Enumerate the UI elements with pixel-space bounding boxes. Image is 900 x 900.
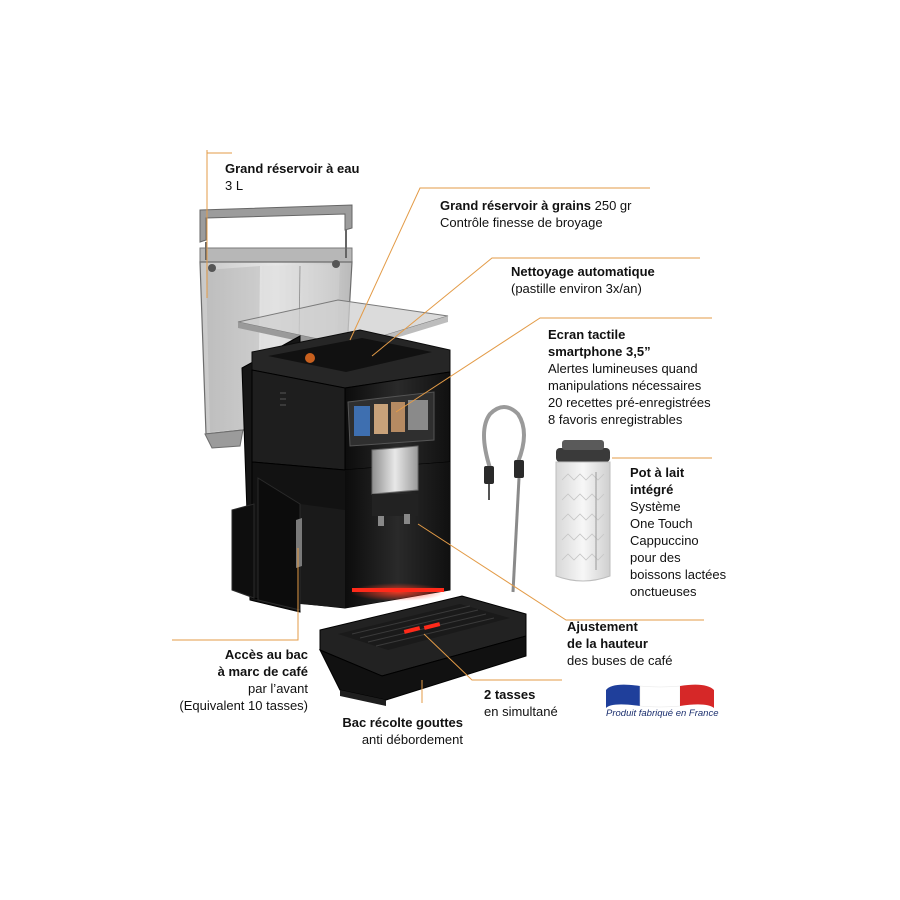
leader-bean-tank xyxy=(349,187,650,341)
bean-tank-title: Grand réservoir à grains xyxy=(440,198,592,213)
label-bean-tank: Grand réservoir à grains 250 gr Contrôle… xyxy=(440,197,632,231)
auto-clean-detail: (pastille environ 3x/an) xyxy=(511,281,642,296)
bean-tank-detail: Contrôle finesse de broyage xyxy=(440,215,603,230)
leader-auto-clean xyxy=(371,257,700,357)
label-water-tank: Grand réservoir à eau 3 L xyxy=(225,160,359,194)
height-adjust-detail: des buses de café xyxy=(567,653,673,668)
drip-tray-detail: anti débordement xyxy=(361,732,463,747)
milk-jug-detail-4: pour des xyxy=(630,550,681,565)
label-touch-screen: Ecran tactile smartphone 3,5” Alertes lu… xyxy=(548,326,711,428)
milk-jug-title-1: Pot à lait xyxy=(630,465,685,480)
made-in-france-badge xyxy=(606,684,714,708)
leader-grounds-bin xyxy=(172,548,299,641)
drip-tray-title: Bac récolte gouttes xyxy=(342,715,463,730)
milk-jug-detail-1: Système xyxy=(630,499,681,514)
milk-pipe xyxy=(482,405,526,593)
bean-tank-capacity: 250 gr xyxy=(591,198,632,213)
two-cups-detail: en simultané xyxy=(484,704,558,719)
milk-jug xyxy=(555,440,611,582)
milk-jug-detail-2: One Touch xyxy=(630,516,693,531)
leader-two-cups xyxy=(423,633,562,681)
water-tank-detail: 3 L xyxy=(225,178,244,193)
water-tank-title: Grand réservoir à eau xyxy=(225,161,360,176)
grounds-bin-detail-1: par l’avant xyxy=(248,681,308,696)
two-cups-title: 2 tasses xyxy=(484,687,536,702)
height-adjust-title-2: de la hauteur xyxy=(567,636,648,651)
leader-lines xyxy=(172,150,712,703)
touch-screen-title-1: Ecran tactile xyxy=(548,327,626,342)
milk-jug-detail-3: Cappuccino xyxy=(630,533,699,548)
leader-height-adjust xyxy=(417,523,704,621)
touch-screen-detail-3: 20 recettes pré-enregistrées xyxy=(548,395,711,410)
label-two-cups: 2 tasses en simultané xyxy=(484,686,558,720)
touch-screen-detail-1: Alertes lumineuses quand xyxy=(548,361,698,376)
label-height-adjust: Ajustement de la hauteur des buses de ca… xyxy=(567,618,673,669)
label-grounds-bin: Accès au bac à marc de café par l’avant … xyxy=(179,646,308,714)
grounds-bin-title-1: Accès au bac xyxy=(224,647,308,662)
grounds-bin-title-2: à marc de café xyxy=(217,664,308,679)
milk-jug-detail-5: boissons lactées xyxy=(630,567,727,582)
label-auto-clean: Nettoyage automatique (pastille environ … xyxy=(511,263,655,297)
height-adjust-title-1: Ajustement xyxy=(567,619,638,634)
label-milk-jug: Pot à lait intégré Système One Touch Cap… xyxy=(630,464,726,600)
touch-screen-title-2: smartphone 3,5” xyxy=(548,344,651,359)
grounds-bin-detail-2: (Equivalent 10 tasses) xyxy=(179,698,308,713)
made-in-france-caption: Produit fabriqué en France xyxy=(606,708,719,719)
touch-screen-detail-4: 8 favoris enregistrables xyxy=(548,412,683,427)
label-drip-tray: Bac récolte gouttes anti débordement xyxy=(342,714,463,748)
machine-body xyxy=(231,329,527,706)
auto-clean-title: Nettoyage automatique xyxy=(511,264,655,279)
touch-screen-detail-2: manipulations nécessaires xyxy=(548,378,702,393)
milk-jug-title-2: intégré xyxy=(630,482,674,497)
milk-jug-detail-6: onctueuses xyxy=(630,584,697,599)
leader-touch-screen xyxy=(395,317,712,413)
